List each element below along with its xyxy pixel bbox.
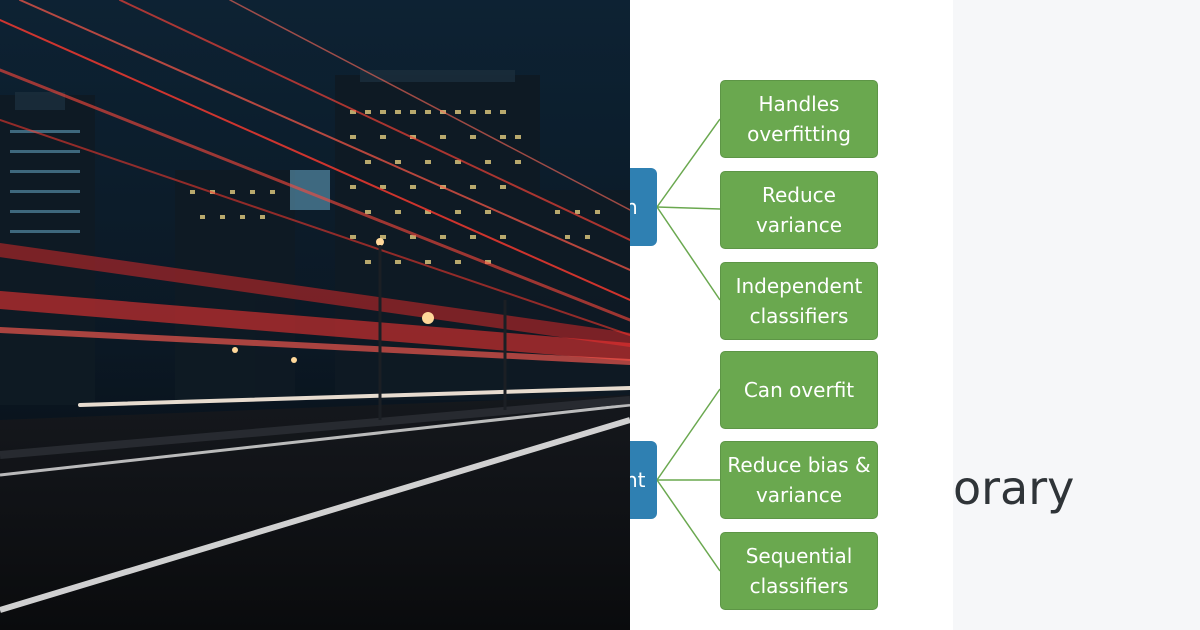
night-city-illustration bbox=[0, 0, 630, 630]
box-sequential-classifiers: Sequential classifiers bbox=[720, 532, 878, 610]
box-label: Can overfit bbox=[743, 378, 855, 402]
box-can-overfit: Can overfit bbox=[720, 351, 878, 429]
connector-line bbox=[656, 206, 721, 301]
connector-line bbox=[656, 479, 721, 572]
box-label: Reduce bias & variance bbox=[727, 453, 871, 507]
bagging-node-label: n bbox=[630, 195, 638, 219]
connector-lines bbox=[656, 118, 721, 572]
box-label: Handles overfitting bbox=[747, 92, 851, 146]
boosting-node-label: nt bbox=[630, 468, 646, 492]
box-reduce-bias-variance: Reduce bias & variance bbox=[720, 441, 878, 519]
box-handles-overfitting: Handles overfitting bbox=[720, 80, 878, 158]
bagging-node: n bbox=[630, 168, 657, 246]
right-panel bbox=[953, 0, 1200, 630]
box-label: Sequential classifiers bbox=[745, 544, 853, 598]
connector-line bbox=[656, 118, 721, 208]
right-panel-text: orary bbox=[953, 461, 1075, 515]
box-independent-classifiers: Independent classifiers bbox=[720, 262, 878, 340]
diagram-slide: n nt Handles overfitting Reduce variance… bbox=[630, 0, 953, 630]
box-label: Independent classifiers bbox=[735, 274, 863, 328]
connector-line bbox=[656, 388, 721, 481]
box-reduce-variance: Reduce variance bbox=[720, 171, 878, 249]
box-label: Reduce variance bbox=[755, 183, 843, 237]
night-city-photo bbox=[0, 0, 630, 630]
boosting-node: nt bbox=[630, 441, 657, 519]
connector-line bbox=[656, 206, 721, 210]
